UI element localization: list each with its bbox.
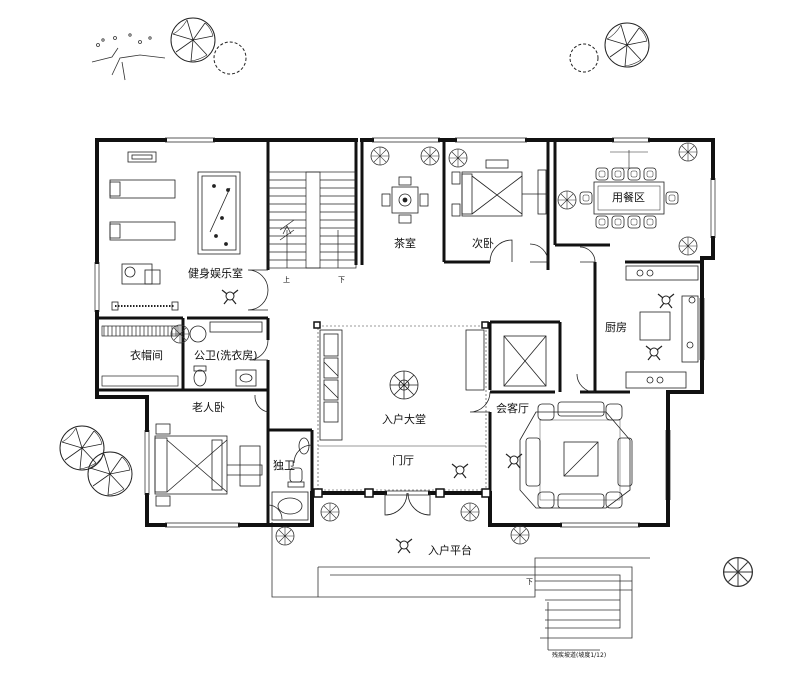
kitchen-counters xyxy=(625,265,699,389)
bath-fixtures xyxy=(271,437,310,521)
reception-seating xyxy=(519,401,633,509)
room-label-entry-platform: 入户平台 xyxy=(428,544,472,557)
room-label-private-bath: 独卫 xyxy=(273,459,295,472)
billiard-table xyxy=(197,171,241,255)
bed-double xyxy=(451,159,548,217)
plant-icon xyxy=(678,142,698,162)
dining-table xyxy=(579,150,679,229)
entry-platform-outline xyxy=(271,522,650,651)
ramp-note: 残疾坡道(坡度1/12) xyxy=(552,652,607,659)
room-label-tea-room: 茶室 xyxy=(394,237,416,250)
room-label-entry-hall: 入户大堂 xyxy=(382,413,426,426)
plant-icon xyxy=(460,502,480,522)
rosette-icon xyxy=(389,370,419,400)
room-label-reception: 会客厅 xyxy=(496,402,529,415)
windows xyxy=(94,137,716,528)
doors xyxy=(247,239,596,520)
plant-icon xyxy=(320,502,340,522)
site-path xyxy=(91,33,166,81)
room-label-second-bedroom: 次卧 xyxy=(472,237,494,250)
tree-icon xyxy=(59,425,133,497)
plant-icon xyxy=(170,324,190,344)
room-label-public-bath: 公卫(洗衣房) xyxy=(194,349,258,362)
plant-icon xyxy=(510,525,530,545)
ramp-down-label: 下 xyxy=(526,578,533,586)
columns xyxy=(313,321,491,498)
stair-up-label: 上 xyxy=(283,276,290,284)
room-label-kitchen: 厨房 xyxy=(605,321,627,334)
room-label-fitness: 健身娱乐室 xyxy=(188,267,243,280)
room-label-walk-in-closet: 衣帽间 xyxy=(130,349,163,362)
bed-double xyxy=(154,423,263,507)
tree-icon xyxy=(569,22,650,73)
plant-icon xyxy=(370,146,390,166)
entry-hall-floor xyxy=(317,325,487,491)
person-icon xyxy=(451,463,469,479)
plant-icon xyxy=(275,526,295,546)
exterior-walls xyxy=(95,138,715,527)
sofa-set xyxy=(319,329,485,441)
stair-down-label: 下 xyxy=(338,276,345,284)
tea-table xyxy=(381,176,429,224)
elevator xyxy=(503,335,547,387)
plant-icon xyxy=(678,236,698,256)
room-label-dining: 用餐区 xyxy=(612,191,645,204)
bath-fixtures xyxy=(189,321,263,387)
person-icon xyxy=(395,538,413,554)
tree-icon xyxy=(170,17,247,75)
person-icon xyxy=(645,345,663,361)
interior-walls xyxy=(97,140,702,525)
plant-icon xyxy=(420,146,440,166)
person-icon xyxy=(657,293,675,309)
room-label-elder-bedroom: 老人卧 xyxy=(192,401,225,414)
staircase xyxy=(267,171,357,269)
plant-icon xyxy=(557,190,577,210)
room-label-foyer: 门厅 xyxy=(392,454,414,467)
plant-icon xyxy=(448,148,468,168)
closet-rack xyxy=(101,325,179,387)
fitness-equipment xyxy=(109,151,179,311)
tree-icon xyxy=(722,556,754,588)
person-icon xyxy=(221,289,239,305)
